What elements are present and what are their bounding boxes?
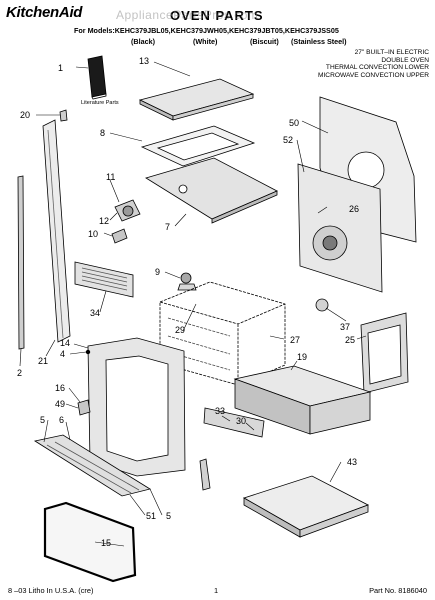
callout-11: 11 — [106, 172, 115, 182]
callout-49: 49 — [55, 399, 65, 409]
part-door-frame — [87, 337, 186, 477]
callout-50: 50 — [289, 118, 299, 128]
callout-19: 19 — [297, 352, 307, 362]
callout-37: 37 — [340, 322, 350, 332]
callout-52: 52 — [283, 135, 293, 145]
part-rod — [17, 175, 25, 350]
description-line-3: THERMAL CONVECTION LOWER — [325, 64, 429, 72]
part-sensor — [177, 272, 197, 291]
callout-10: 10 — [88, 229, 98, 239]
part-hinge — [199, 458, 211, 491]
part-literature-booklet — [87, 55, 107, 100]
models-line: For Models:KEHC379JBL05,KEHC379JWH05,KEH… — [74, 26, 339, 35]
footer-part-number: Part No. 8186040 — [369, 586, 427, 595]
callout-15: 15 — [101, 538, 111, 548]
footer-litho: 8 –03 Litho In U.S.A. (cre) — [8, 586, 94, 595]
part-screw — [85, 349, 91, 355]
callout-13: 13 — [139, 56, 149, 66]
part-side-trim — [42, 119, 71, 343]
footer-page-number: 1 — [214, 586, 219, 595]
part-top-plate — [145, 157, 278, 220]
description-line-4: MICROWAVE CONVECTION UPPER — [317, 71, 429, 79]
part-rear-assembly — [297, 163, 383, 293]
page-title: OVEN PARTS — [170, 8, 264, 23]
callout-43: 43 — [347, 457, 357, 467]
description-line-1: 27" BUILT–IN ELECTRIC — [354, 49, 429, 56]
brand-logo: KitchenAid — [6, 4, 83, 21]
callout-5-upper: 5 — [40, 415, 45, 425]
callout-30: 30 — [236, 416, 246, 426]
part-latch — [77, 399, 91, 416]
callout-29: 29 — [175, 325, 185, 335]
part-vent — [203, 407, 265, 438]
part-clip — [59, 109, 68, 122]
callout-21: 21 — [38, 356, 48, 366]
color-black: (Black) — [131, 37, 155, 46]
callout-7: 7 — [165, 222, 170, 232]
model-description: 27" BUILT–IN ELECTRIC DOUBLE OVEN THERMA… — [279, 49, 429, 79]
literature-parts-label: Literature Parts — [81, 100, 119, 106]
callout-12: 12 — [99, 216, 109, 226]
description-line-2: DOUBLE OVEN — [381, 56, 429, 64]
part-bottom-pan — [243, 475, 369, 538]
callout-20: 20 — [20, 110, 30, 120]
callout-34: 34 — [90, 308, 100, 318]
callout-27: 27 — [290, 335, 300, 345]
callout-14: 14 — [60, 338, 70, 348]
part-bracket — [315, 298, 329, 312]
callout-5-lower: 5 — [166, 511, 171, 521]
part-tray — [233, 365, 372, 435]
color-stainless: (Stainless Steel) — [291, 37, 347, 46]
callout-25: 25 — [345, 335, 355, 345]
part-control-panel — [74, 261, 134, 298]
color-white: (White) — [193, 37, 218, 46]
callout-8: 8 — [100, 128, 105, 138]
callout-2: 2 — [17, 368, 22, 378]
part-door-gasket — [43, 501, 137, 583]
callout-1: 1 — [58, 63, 63, 73]
part-fan-assembly — [111, 199, 141, 244]
callout-26: 26 — [349, 204, 359, 214]
callout-33: 33 — [215, 406, 225, 416]
color-biscuit: (Biscuit) — [250, 37, 279, 46]
callout-51: 51 — [146, 511, 156, 521]
callout-6: 6 — [59, 415, 64, 425]
callout-16: 16 — [55, 383, 65, 393]
part-rear-cover — [360, 312, 409, 394]
callout-4: 4 — [60, 349, 65, 359]
callout-9: 9 — [155, 267, 160, 277]
